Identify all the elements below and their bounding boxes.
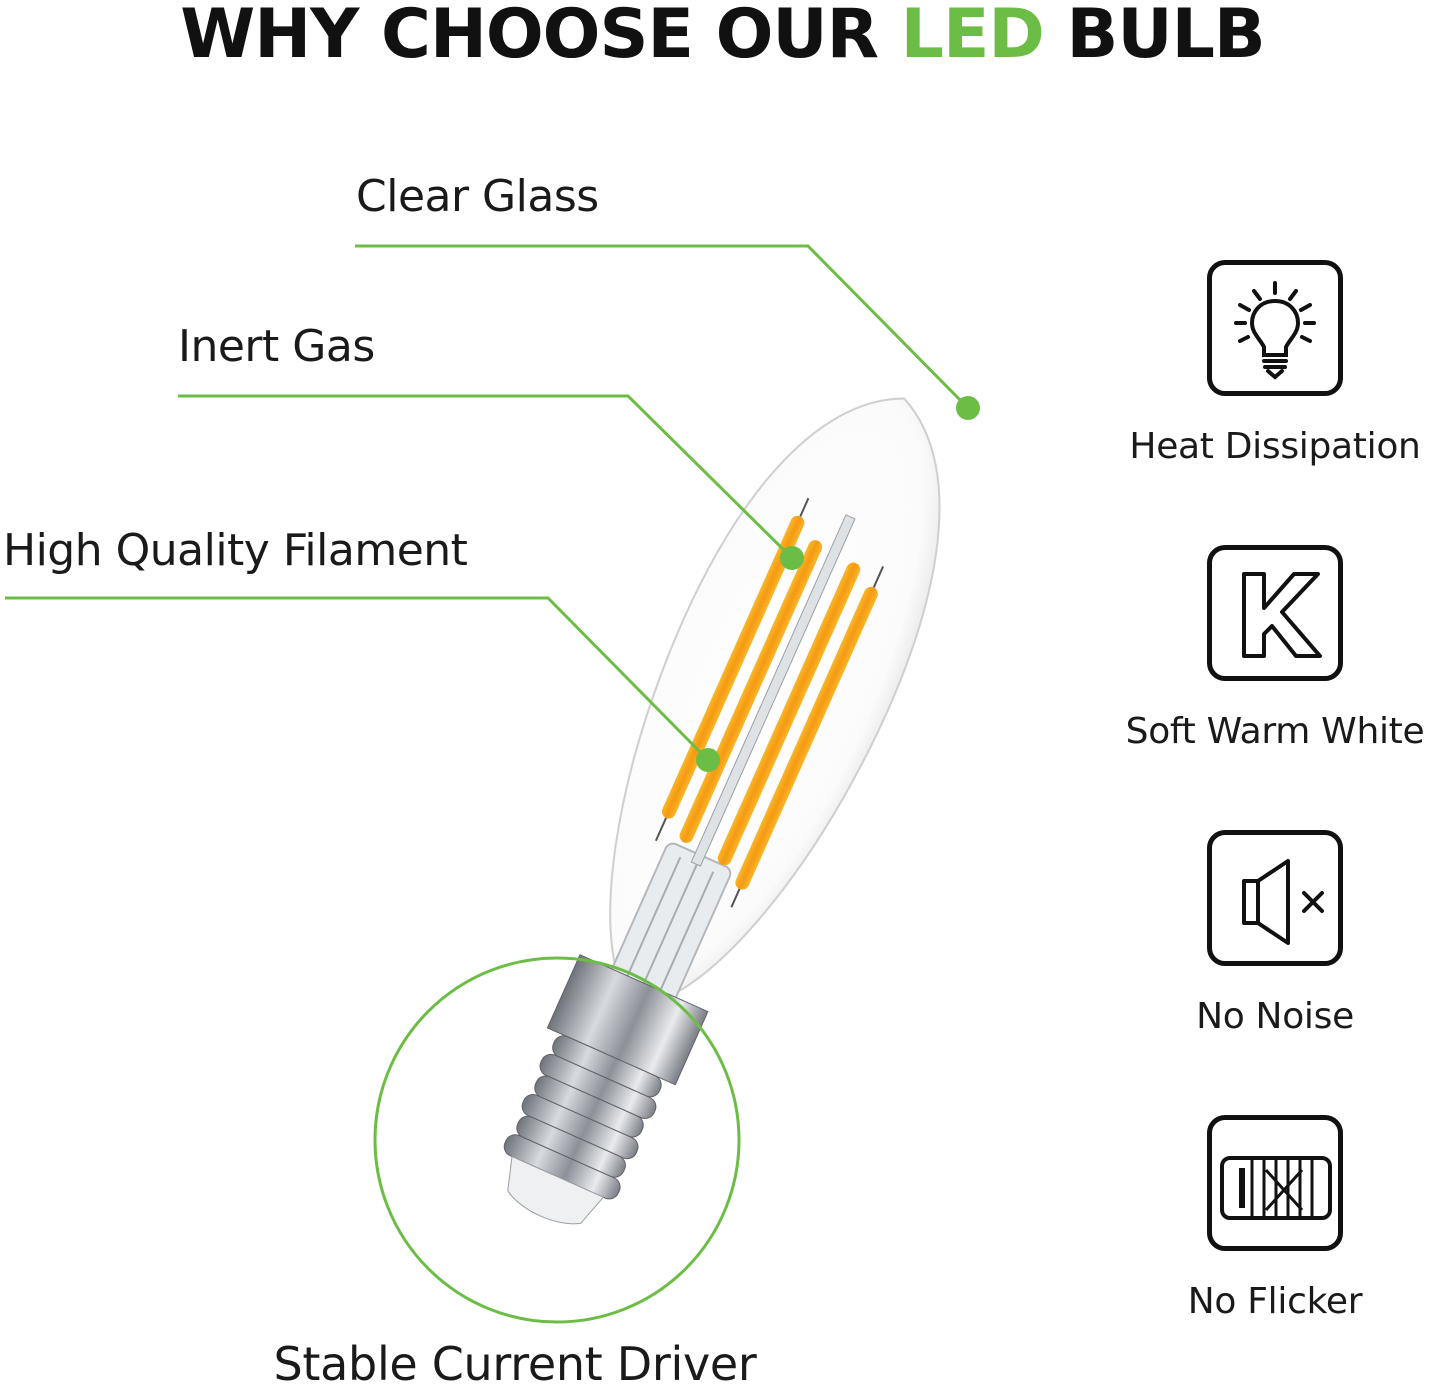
feature-soft-warm-white: Soft Warm White [1110, 545, 1440, 753]
no-flicker-icon [1220, 1156, 1332, 1220]
callout-inert-gas: Inert Gas [178, 321, 375, 372]
speaker-muted-icon [1242, 859, 1324, 945]
callout-clear-glass: Clear Glass [356, 171, 599, 222]
title-prefix: WHY CHOOSE OUR [180, 0, 901, 74]
title-accent: LED [900, 0, 1045, 74]
feature-label: No Flicker [1187, 1281, 1363, 1322]
driver-highlight-circle [373, 956, 741, 1324]
lightbulb-icon [1234, 281, 1316, 380]
bulb-base [503, 954, 709, 1225]
feature-no-noise: No Noise [1110, 830, 1440, 1038]
callout-dot-glass [956, 396, 980, 420]
kelvin-k-icon [1242, 572, 1322, 658]
callout-filament: High Quality Filament [3, 525, 468, 576]
feature-label: Soft Warm White [1125, 711, 1425, 752]
callout-driver: Stable Current Driver [273, 1337, 757, 1391]
page-title: WHY CHOOSE OUR LED BULB [0, 0, 1445, 70]
feature-icon-frame [1207, 545, 1343, 681]
title-suffix: BULB [1043, 0, 1266, 74]
feature-label: Heat Dissipation [1129, 426, 1421, 467]
feature-heat-dissipation: Heat Dissipation [1110, 260, 1440, 468]
feature-icon-frame [1207, 260, 1343, 396]
feature-icon-frame [1207, 830, 1343, 966]
callout-dot-filament [696, 748, 720, 772]
feature-no-flicker: No Flicker [1110, 1115, 1440, 1323]
feature-icon-frame [1207, 1115, 1343, 1251]
feature-label: No Noise [1196, 996, 1354, 1037]
callout-dot-gas [780, 546, 804, 570]
